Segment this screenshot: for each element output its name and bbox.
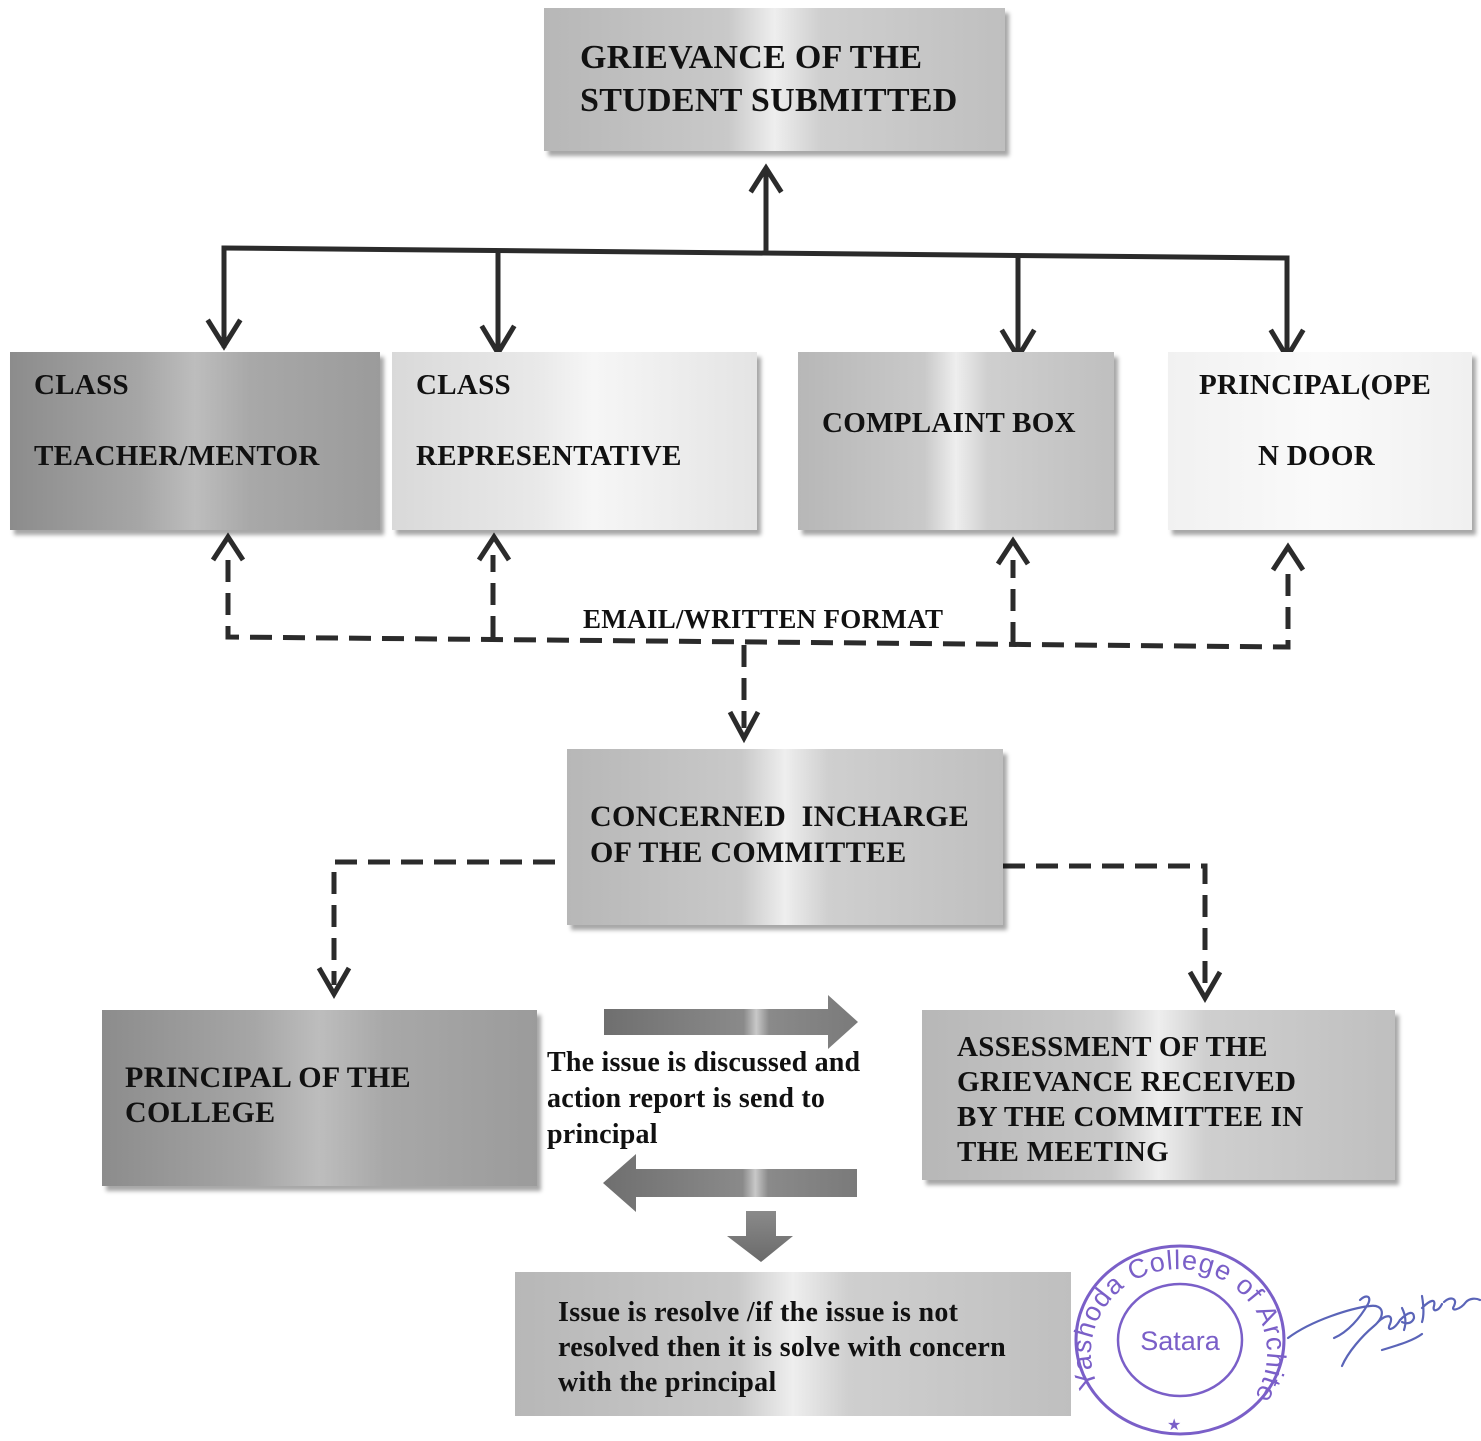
trunk-arrowhead <box>748 163 784 194</box>
principal-of-college-box: PRINCIPAL OF THE COLLEGE <box>102 1010 537 1186</box>
up-arrow-1 <box>210 532 246 562</box>
dashed-arrowheads <box>210 532 1306 1004</box>
source-2-line-2: REPRESENTATIVE <box>416 440 682 472</box>
resolution-line-1: Issue is resolve /if the issue is not <box>558 1297 959 1328</box>
principal-line-2: COLLEGE <box>125 1096 276 1129</box>
dashed-right-branch <box>1003 863 1208 990</box>
down-arrow-right <box>1187 970 1223 1004</box>
source-1-line-2: TEACHER/MENTOR <box>34 440 320 472</box>
principal-line-1: PRINCIPAL OF THE <box>125 1061 411 1094</box>
assessment-line-4: THE MEETING <box>957 1136 1169 1168</box>
left-block-arrow <box>603 1154 857 1212</box>
source-1-line-1: CLASS <box>34 369 129 401</box>
class-teacher-mentor-box: CLASS TEACHER/MENTOR <box>10 352 380 530</box>
class-representative-box: CLASS REPRESENTATIVE <box>392 352 757 530</box>
source-4-line-1: PRINCIPAL(OPE <box>1199 369 1432 401</box>
principal-open-door-box: PRINCIPAL(OPE N DOOR <box>1168 352 1472 530</box>
assessment-line-3: BY THE COMMITTEE IN <box>957 1101 1304 1133</box>
source-3-line-1: COMPLAINT BOX <box>822 407 1076 439</box>
issue-resolved-box: Issue is resolve /if the issue is not re… <box>515 1272 1071 1416</box>
committee-line-2: OF THE COMMITTEE <box>590 836 907 869</box>
resolution-line-3: with the principal <box>558 1367 777 1398</box>
solid-tree-lines <box>205 163 1306 362</box>
dashed-bottom-bar <box>225 560 1291 650</box>
right-block-arrow <box>604 995 858 1049</box>
concerned-incharge-box: CONCERNED INCHARGE OF THE COMMITTEE <box>567 749 1003 925</box>
dashed-channel-lines <box>225 555 1291 990</box>
assessment-line-2: GRIEVANCE RECEIVED <box>957 1066 1297 1098</box>
up-arrow-4 <box>1270 542 1306 572</box>
discussion-line-1: The issue is discussed and <box>547 1047 861 1078</box>
drop-arrow-1 <box>205 318 243 351</box>
up-arrow-3 <box>995 536 1031 566</box>
down-block-arrow <box>727 1211 793 1262</box>
title-line-1: GRIEVANCE OF THE <box>580 39 923 76</box>
horizontal-bar <box>221 245 1290 261</box>
email-written-format-label: EMAIL/WRITTEN FORMAT <box>583 604 944 634</box>
signature <box>1286 1294 1481 1368</box>
down-arrow-center <box>727 710 761 744</box>
discussion-note: The issue is discussed and action report… <box>547 1045 907 1153</box>
college-seal-stamp: Yashoda College of Architecture Satara ★ <box>1071 1242 1289 1436</box>
resolution-line-2: resolved then it is solve with concern <box>558 1332 1006 1363</box>
assessment-box: ASSESSMENT OF THE GRIEVANCE RECEIVED BY … <box>922 1010 1395 1180</box>
up-arrow-2 <box>476 532 512 562</box>
assessment-line-1: ASSESSMENT OF THE <box>957 1031 1268 1063</box>
complaint-box: COMPLAINT BOX <box>798 352 1114 530</box>
source-4-line-2: N DOOR <box>1258 440 1375 472</box>
grievance-submitted-box: GRIEVANCE OF THE STUDENT SUBMITTED <box>544 8 1005 151</box>
seal-city: Satara <box>1140 1326 1221 1356</box>
source-2-line-1: CLASS <box>416 369 511 401</box>
discussion-line-3: principal <box>547 1119 658 1150</box>
title-line-2: STUDENT SUBMITTED <box>580 82 958 119</box>
seal-star-icon: ★ <box>1167 1417 1181 1434</box>
discussion-line-2: action report is send to <box>547 1083 826 1114</box>
down-arrow-left <box>316 966 352 1000</box>
committee-line-1: CONCERNED INCHARGE <box>590 800 970 833</box>
dashed-left-branch <box>331 859 555 985</box>
